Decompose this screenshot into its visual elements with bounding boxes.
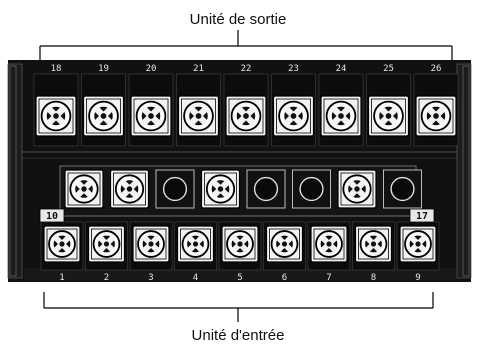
screw-terminal-icon: [337, 169, 377, 209]
screw-terminal-icon: [176, 225, 215, 263]
screw-terminal-icon: [320, 95, 362, 137]
screw-terminal-icon: [35, 95, 77, 137]
left-end-number: 10: [46, 211, 58, 222]
empty-socket-icon: [383, 169, 422, 209]
empty-socket-icon: [246, 169, 286, 209]
screw-terminal-icon: [221, 225, 259, 263]
bottom-terminal-number: 7: [326, 273, 331, 283]
top-terminal-number: 20: [146, 64, 157, 74]
output-unit-label: Unité de sortie: [190, 11, 287, 28]
screw-terminal-icon: [399, 225, 437, 263]
top-terminal-number: 22: [241, 64, 252, 74]
screw-terminal-icon: [64, 169, 104, 209]
input-unit-label: Unité d'entrée: [192, 327, 285, 344]
screw-terminal-icon: [130, 95, 172, 137]
screw-terminal-icon: [225, 95, 267, 137]
top-terminal-number: 21: [193, 64, 204, 74]
screw-terminal-icon: [265, 225, 304, 263]
bottom-terminal-number: 1: [59, 273, 64, 283]
top-terminal-number: 25: [383, 64, 394, 74]
screw-terminal-icon: [354, 225, 393, 263]
top-terminal-number: 24: [336, 64, 347, 74]
bottom-terminal-number: 3: [148, 273, 153, 283]
input-terminal-row: 1 2 3 4 5 6 7 8 9: [40, 221, 440, 283]
screw-terminal-icon: [132, 225, 170, 263]
bottom-terminal-number: 2: [104, 273, 109, 283]
output-bracket: [39, 30, 453, 60]
screw-terminal-icon: [415, 95, 457, 137]
bottom-terminal-number: 8: [371, 273, 376, 283]
empty-socket-icon: [155, 169, 195, 209]
screw-terminal-icon: [87, 225, 126, 263]
screw-terminal-icon: [177, 95, 220, 137]
screw-terminal-icon: [109, 169, 150, 209]
top-terminal-number: 18: [51, 64, 62, 74]
top-terminal-number: 26: [431, 64, 442, 74]
bottom-terminal-number: 4: [193, 273, 198, 283]
screw-terminal-icon: [82, 95, 125, 137]
top-terminal-number: 23: [288, 64, 299, 74]
output-terminal-row: 18 19 20 21 22 23 24 25 26: [33, 64, 459, 147]
input-bracket: [43, 292, 434, 322]
screw-terminal-icon: [200, 169, 241, 209]
right-end-tag: 17: [409, 208, 435, 223]
bottom-terminal-number: 5: [237, 273, 242, 283]
screw-terminal-icon: [367, 95, 410, 137]
left-end-tag: 10: [39, 208, 65, 223]
empty-socket-icon: [292, 169, 331, 209]
bottom-terminal-number: 9: [415, 273, 420, 283]
right-end-number: 17: [416, 211, 428, 222]
top-terminal-number: 19: [98, 64, 109, 74]
bottom-terminal-number: 6: [282, 273, 287, 283]
middle-terminal-row: [59, 165, 422, 217]
screw-terminal-icon: [272, 95, 315, 137]
screw-terminal-icon: [43, 225, 81, 263]
screw-terminal-icon: [310, 225, 348, 263]
